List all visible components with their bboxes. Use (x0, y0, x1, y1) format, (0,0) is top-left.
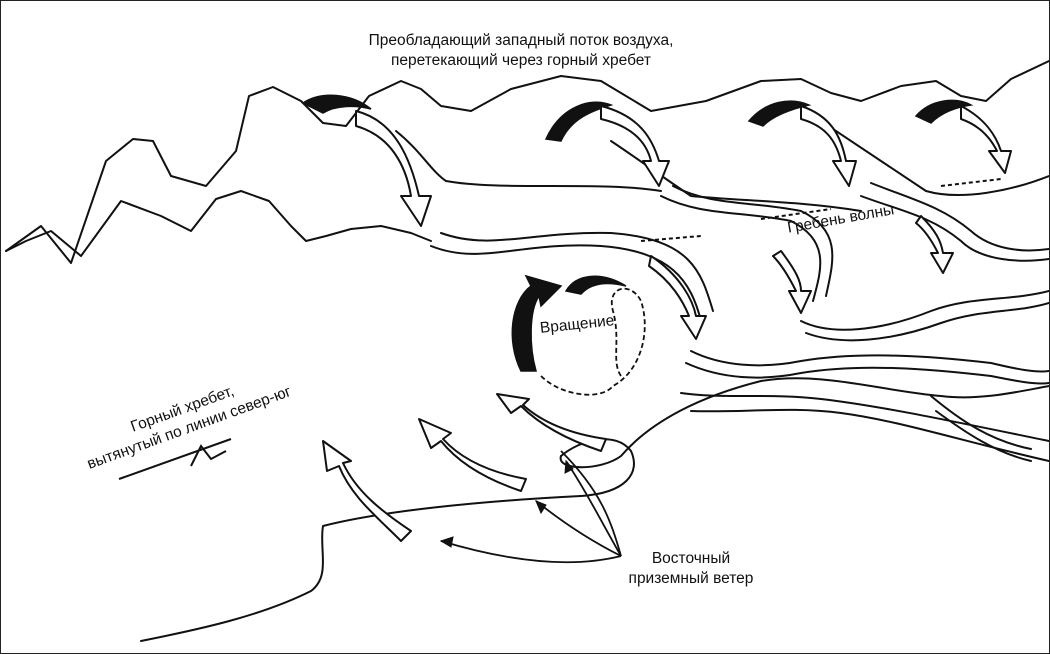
crest-flow-1 (303, 95, 371, 113)
surface-wind-line-2: приземный ветер (591, 569, 791, 589)
flow-band-4b (806, 303, 1049, 340)
valley-floor-outline (141, 439, 634, 641)
title-label: Преобладающий западный поток воздуха, пе… (291, 31, 751, 71)
lee-arrow-1 (649, 256, 706, 339)
flow-band-6b (691, 410, 1049, 461)
pointer-head-1 (441, 537, 453, 547)
title-line-2: перетекающий через горный хребет (291, 51, 751, 71)
pointer-head-2 (536, 501, 546, 513)
flow-band-2b (673, 186, 832, 296)
descending-arrow-2 (601, 106, 669, 186)
title-line-1: Преобладающий западный поток воздуха, (291, 31, 751, 51)
surface-wind-label: Восточный приземный ветер (591, 549, 791, 589)
lee-arrow-2 (773, 251, 811, 313)
surface-wind-line-1: Восточный (591, 549, 791, 569)
descending-arrow-1 (356, 111, 431, 226)
surface-wind-arrow-3 (497, 394, 606, 451)
flow-band-5b (686, 363, 1049, 384)
mountain-peaks-back (6, 61, 1049, 263)
ridge-line-1 (396, 131, 661, 191)
surface-wind-arrow-1 (323, 441, 411, 541)
surface-wind-arrow-2 (419, 419, 526, 491)
mountain-peaks-front (6, 191, 431, 256)
rotor-loop (541, 289, 645, 395)
rotor-black-arrow-2 (566, 276, 626, 294)
ridge-line-3 (821, 121, 1049, 195)
pointer-arrow-2 (536, 501, 621, 556)
descending-arrow-3 (801, 106, 856, 186)
valley-back-wall (561, 378, 1049, 467)
flow-band-1 (431, 245, 701, 321)
descending-arrow-4 (961, 106, 1011, 173)
